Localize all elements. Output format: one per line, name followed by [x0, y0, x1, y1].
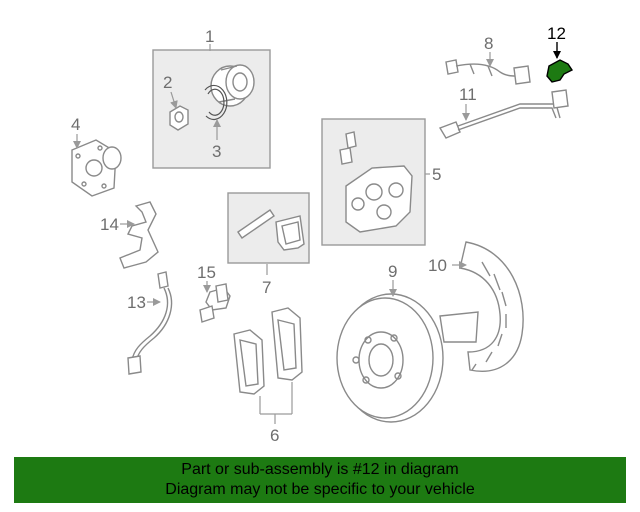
callout-11: 11: [459, 85, 477, 104]
brake-pads[interactable]: [233, 307, 303, 395]
callout-13: 13: [127, 293, 146, 312]
anti-rattle-spring[interactable]: [119, 201, 159, 269]
wheel-hub[interactable]: [71, 139, 122, 197]
brake-sensor[interactable]: [199, 283, 231, 323]
callout-4: 4: [71, 115, 80, 134]
notice-line-2: Diagram may not be specific to your vehi…: [165, 481, 475, 498]
pad-clip[interactable]: [275, 215, 305, 251]
callout-12: 12: [547, 24, 566, 43]
notice-line-1: Part or sub-assembly is #12 in diagram: [181, 461, 459, 478]
bleeder-screw[interactable]: [339, 131, 357, 165]
callout-10: 10: [428, 256, 447, 275]
callout-1: 1: [205, 27, 214, 46]
brake-parts-diagram: 1 2 3 4 5 6 7 8 9 10 11 12 13 14 15: [71, 24, 574, 445]
callout-6: 6: [270, 426, 279, 445]
wheel-bearing[interactable]: [210, 64, 255, 107]
brake-rotor[interactable]: [336, 293, 444, 423]
callout-7: 7: [262, 278, 271, 297]
callout-14: 14: [100, 215, 119, 234]
callout-2: 2: [163, 73, 172, 92]
callout-3: 3: [212, 142, 221, 161]
callout-9: 9: [388, 262, 397, 281]
callout-8: 8: [484, 34, 493, 53]
callout-15: 15: [197, 263, 216, 282]
brake-line[interactable]: [438, 89, 569, 139]
brake-caliper[interactable]: [345, 165, 413, 233]
guide-pin[interactable]: [237, 209, 275, 239]
wear-sensor-wire[interactable]: [445, 59, 531, 85]
hub-nut[interactable]: [169, 105, 189, 131]
splash-shield[interactable]: [439, 241, 524, 372]
highlight-notice-banner: Part or sub-assembly is #12 in diagram D…: [14, 457, 626, 503]
brake-hose[interactable]: [127, 271, 173, 375]
highlighted-part-12[interactable]: [546, 59, 574, 83]
callout-5: 5: [432, 165, 441, 184]
